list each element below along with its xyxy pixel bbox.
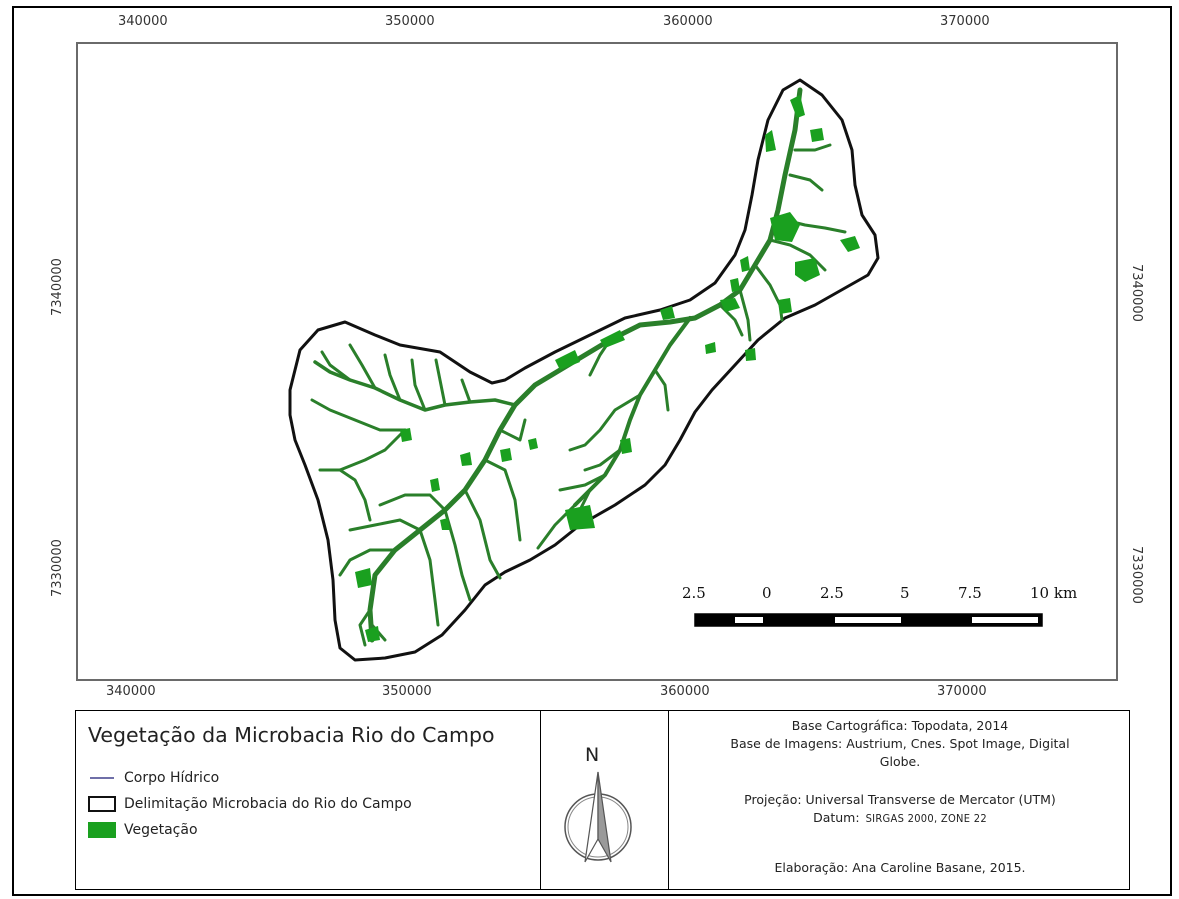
credit-base-cartografica: Base Cartográfica: Topodata, 2014 xyxy=(791,718,1009,733)
legend-item-label: Delimitação Microbacia do Rio do Campo xyxy=(124,796,412,812)
credit-datum: Datum: SIRGAS 2000, ZONE 22 xyxy=(669,809,1131,828)
grid-label-bottom-370000: 370000 xyxy=(937,684,987,699)
legend-item-vegetacao: Vegetação xyxy=(88,819,198,841)
grid-label-top-350000: 350000 xyxy=(385,14,435,29)
credit-base-imagens-line2: Globe. xyxy=(879,754,921,769)
grid-label-top-340000: 340000 xyxy=(118,14,168,29)
vegetation-fill-icon xyxy=(88,822,116,838)
legend-item-corpo-hidrico: Corpo Hídrico xyxy=(88,767,219,789)
datum-value: SIRGAS 2000, ZONE 22 xyxy=(865,812,987,825)
scale-label-7-5: 7.5 xyxy=(958,584,982,602)
grid-label-bottom-360000: 360000 xyxy=(660,684,710,699)
legend-item-label: Corpo Hídrico xyxy=(124,770,220,786)
north-arrow-panel: N xyxy=(540,710,669,890)
legend-item-delimitacao: Delimitação Microbacia do Rio do Campo xyxy=(88,793,412,815)
grid-label-bottom-340000: 340000 xyxy=(106,684,156,699)
scale-label-0: 0 xyxy=(762,584,772,602)
grid-label-top-370000: 370000 xyxy=(940,14,990,29)
grid-label-top-360000: 360000 xyxy=(663,14,713,29)
river-line-icon xyxy=(88,770,116,786)
boundary-outline-icon xyxy=(88,796,116,812)
grid-label-bottom-350000: 350000 xyxy=(382,684,432,699)
scale-label-10-km: 10 km xyxy=(1030,584,1078,602)
scale-label-2-5: 2.5 xyxy=(820,584,844,602)
credit-projecao: Projeção: Universal Transverse de Mercat… xyxy=(744,792,1056,807)
legend-item-label: Vegetação xyxy=(124,822,198,838)
credit-elaboracao: Elaboração: Ana Caroline Basane, 2015. xyxy=(774,860,1026,875)
grid-label-left-7340000: 7340000 xyxy=(50,258,65,316)
north-arrow-icon xyxy=(564,771,632,863)
datum-label: Datum: xyxy=(813,810,860,825)
credits-panel: Base Cartográfica: Topodata, 2014 Base d… xyxy=(668,710,1130,890)
grid-label-right-7340000: 7340000 xyxy=(1129,264,1144,322)
legend-title: Vegetação da Microbacia Rio do Campo xyxy=(88,723,495,747)
grid-label-right-7330000: 7330000 xyxy=(1129,546,1144,604)
grid-label-left-7330000: 7330000 xyxy=(50,539,65,597)
scale-label-5: 5 xyxy=(900,584,910,602)
north-label: N xyxy=(585,744,600,766)
credit-base-imagens-line1: Base de Imagens: Austrium, Cnes. Spot Im… xyxy=(730,736,1070,751)
legend-panel: Vegetação da Microbacia Rio do Campo Cor… xyxy=(75,710,541,890)
scale-label-minus-2-5: 2.5 xyxy=(682,584,706,602)
